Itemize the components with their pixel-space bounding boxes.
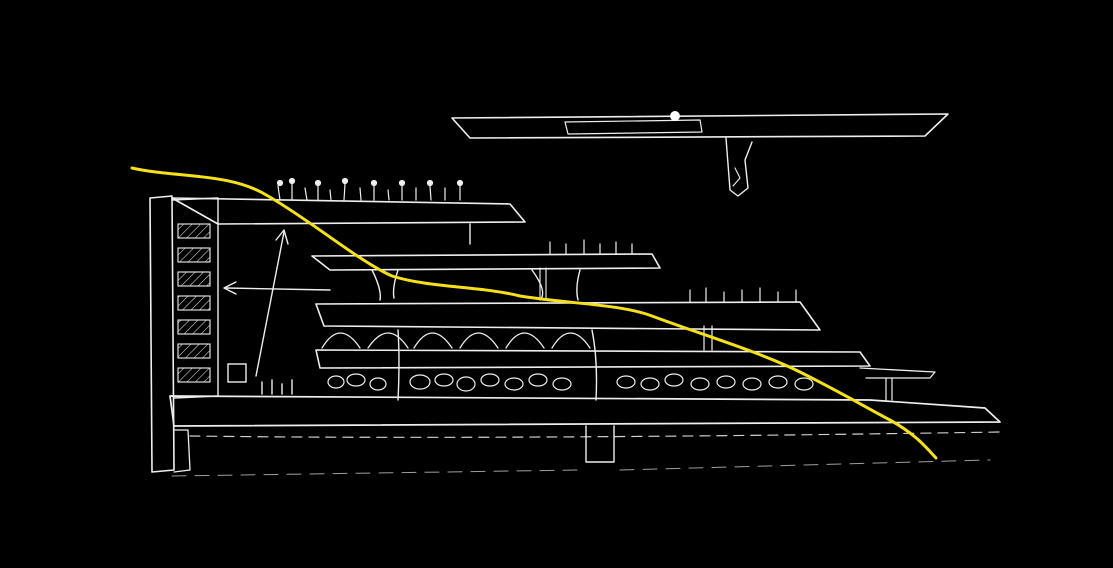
ground-slab xyxy=(169,395,1001,477)
window-bands xyxy=(177,223,211,383)
third-level xyxy=(315,287,821,351)
interior-annotations xyxy=(223,229,331,395)
floating-slab xyxy=(451,111,949,197)
roof-terrace xyxy=(171,177,526,245)
light-point xyxy=(670,111,680,121)
level3-people xyxy=(689,287,797,303)
second-level xyxy=(311,239,661,301)
fourth-level xyxy=(315,329,936,401)
yellow-highlight-line xyxy=(130,166,938,460)
level2-people xyxy=(549,239,633,255)
arches xyxy=(321,332,591,349)
roof-people xyxy=(276,177,464,201)
boulders xyxy=(327,373,814,392)
left-wall xyxy=(149,195,219,473)
